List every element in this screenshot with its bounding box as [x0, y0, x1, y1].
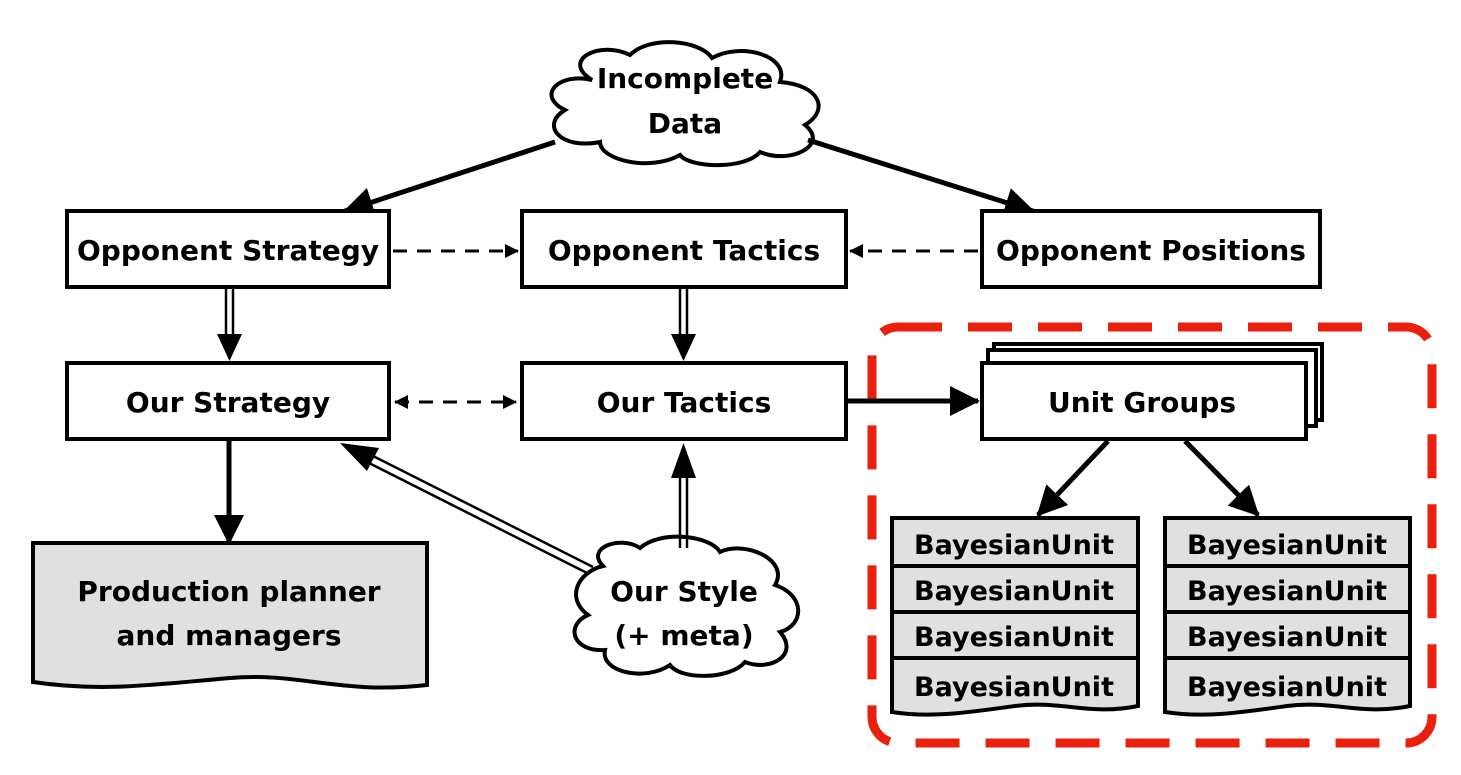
- arrow-our-style-to-our-strategy: [340, 443, 594, 576]
- production-line1: Production planner: [77, 575, 380, 608]
- bayesian-unit-label: BayesianUnit: [914, 576, 1114, 607]
- arrow-unit-groups-to-right-stack: [1183, 439, 1260, 517]
- arrow-unit-groups-to-left-stack: [1036, 439, 1110, 517]
- bayesian-unit-label: BayesianUnit: [1187, 622, 1387, 653]
- opponent-positions-box: Opponent Positions: [980, 209, 1322, 289]
- bayesian-unit-label: BayesianUnit: [1187, 576, 1387, 607]
- unit-group-highlight-border: [867, 322, 1437, 748]
- production-planner-document: Production planner and managers: [31, 541, 429, 690]
- our-strategy-label: Our Strategy: [126, 386, 330, 419]
- bayesian-unit-stack-right: BayesianUnit BayesianUnit BayesianUnit B…: [1163, 516, 1412, 717]
- opponent-strategy-box: Opponent Strategy: [65, 209, 391, 289]
- our-style-line1: Our Style: [610, 575, 758, 608]
- bayesian-unit-label: BayesianUnit: [1187, 530, 1387, 561]
- bayesian-unit-stack-left: BayesianUnit BayesianUnit BayesianUnit B…: [890, 516, 1140, 717]
- bayesian-unit-label: BayesianUnit: [1187, 672, 1387, 703]
- arrow-opp-tactics-to-our-tactics: [671, 289, 696, 361]
- incomplete-data-cloud: Incomplete Data: [549, 40, 821, 168]
- bayesian-unit-label: BayesianUnit: [914, 530, 1114, 561]
- production-line2: and managers: [116, 619, 341, 652]
- our-style-cloud: Our Style (+ meta): [572, 534, 801, 678]
- incomplete-data-line2: Data: [648, 107, 722, 140]
- unit-groups-box: Unit Groups: [980, 342, 1324, 441]
- arrow-data-to-opponent-strategy: [343, 139, 556, 217]
- opponent-tactics-box: Opponent Tactics: [520, 209, 848, 289]
- our-style-line2: (+ meta): [614, 619, 753, 652]
- bayesian-unit-label: BayesianUnit: [914, 622, 1114, 653]
- arrow-opp-strategy-to-our-strategy: [217, 289, 242, 361]
- bayesian-unit-label: BayesianUnit: [914, 672, 1114, 703]
- opponent-positions-label: Opponent Positions: [996, 234, 1306, 267]
- our-tactics-label: Our Tactics: [597, 386, 772, 419]
- incomplete-data-line1: Incomplete: [597, 62, 773, 95]
- our-tactics-box: Our Tactics: [520, 361, 848, 441]
- arrow-data-to-opponent-positions: [807, 137, 1035, 217]
- unit-groups-label: Unit Groups: [1048, 386, 1236, 419]
- arrow-our-style-to-our-tactics: [671, 443, 696, 548]
- opponent-strategy-label: Opponent Strategy: [77, 234, 379, 267]
- our-strategy-box: Our Strategy: [65, 361, 391, 441]
- opponent-tactics-label: Opponent Tactics: [548, 234, 820, 267]
